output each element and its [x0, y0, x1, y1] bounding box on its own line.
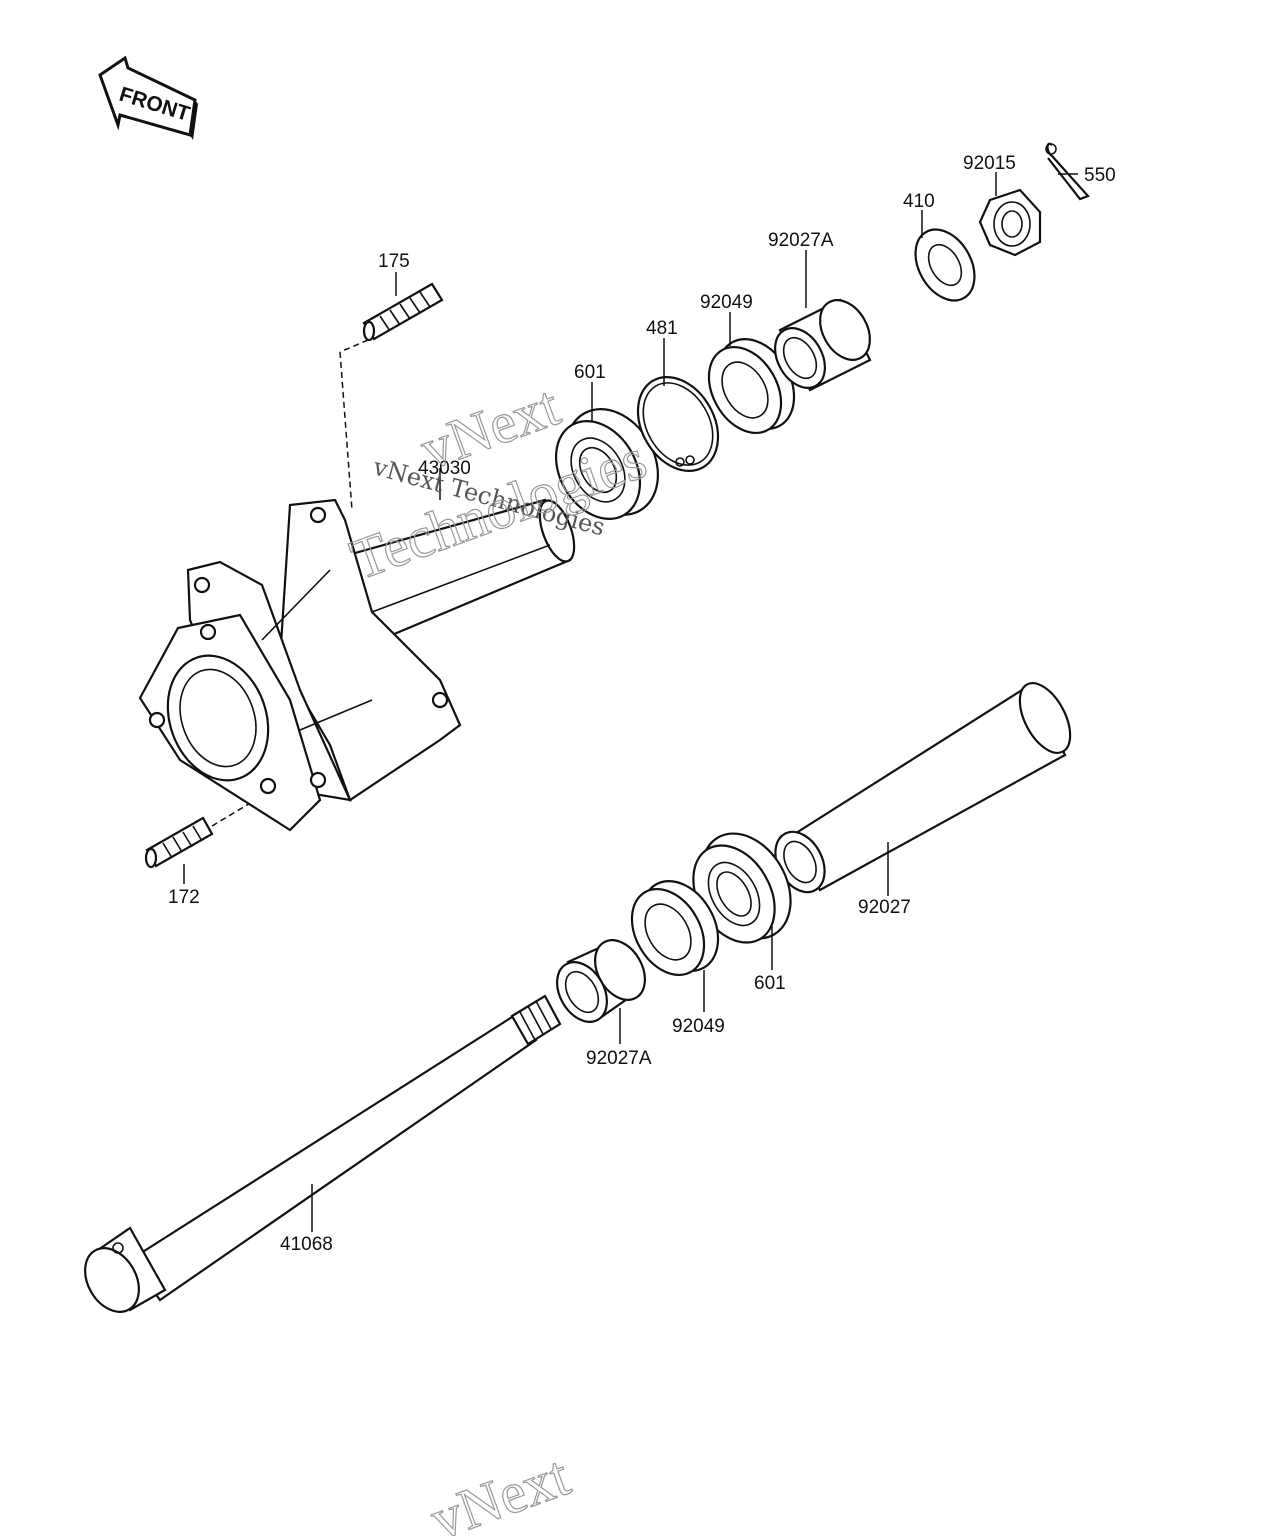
washer-410	[914, 228, 976, 302]
leader-lines	[183, 172, 1078, 1232]
cotter-pin-550	[1045, 142, 1090, 201]
rear-hub-43030	[138, 498, 576, 832]
watermark-outline-3: vNext	[422, 1443, 577, 1536]
callout-92049-upper: 92049	[700, 292, 753, 313]
oil-seal-92049-lower	[630, 879, 720, 977]
stud-175	[362, 282, 444, 342]
callout-92015: 92015	[963, 153, 1016, 174]
callout-175: 175	[378, 251, 410, 272]
callout-92049-lower: 92049	[672, 1016, 725, 1037]
callout-172: 172	[168, 887, 200, 908]
callout-hub: 43030	[418, 458, 471, 479]
callout-92027A-upper: 92027A	[768, 230, 834, 251]
callout-481: 481	[646, 318, 678, 339]
oil-seal-92049-upper	[707, 337, 796, 435]
spacer-tube-92027	[774, 682, 1072, 894]
axle-41068	[84, 994, 562, 1313]
callout-601-upper: 601	[574, 362, 606, 383]
callout-550: 550	[1084, 165, 1116, 186]
callout-41068: 41068	[280, 1234, 333, 1255]
bearing-601-upper	[554, 408, 660, 520]
callout-92027A-lower: 92027A	[586, 1048, 652, 1069]
stud-172	[144, 816, 214, 869]
circlip-481	[636, 376, 720, 472]
callout-410: 410	[903, 191, 935, 212]
collar-92027A-upper	[774, 298, 872, 392]
collar-92027A-lower	[556, 939, 646, 1023]
callout-601-lower: 601	[754, 973, 786, 994]
callout-92027: 92027	[858, 897, 911, 918]
front-arrow-badge: FRONT	[98, 55, 198, 140]
nut-92015	[978, 188, 1042, 257]
